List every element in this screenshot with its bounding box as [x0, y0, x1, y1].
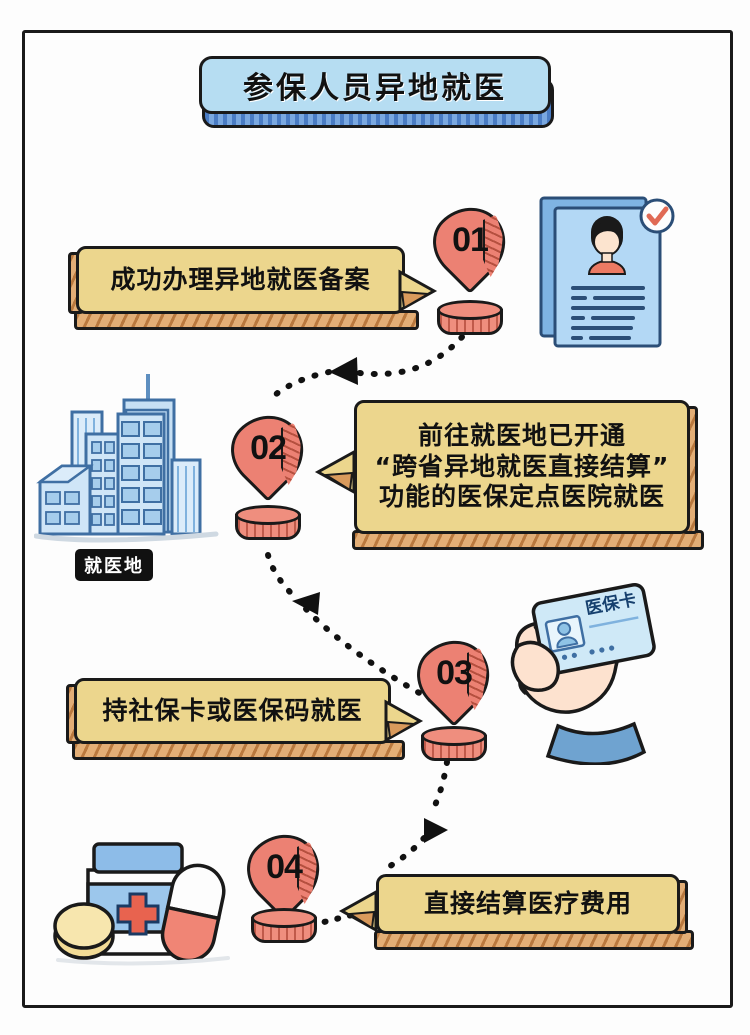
step-4-box-arrow-notch — [338, 889, 378, 933]
step-3-box-face: 持社保卡或医保码就医 — [74, 678, 391, 744]
step-2-pin[interactable]: 02 — [217, 400, 319, 502]
step-1-pin[interactable]: 01 — [419, 192, 521, 294]
step-2-text: 前往就医地已开通 “跨省异地就医直接结算” 功能的医保定点医院就医 — [374, 421, 670, 512]
step-4-box-face: 直接结算医疗费用 — [376, 874, 680, 934]
step-1-box-arrow-notch — [398, 269, 438, 313]
step-4-pin[interactable]: 04 — [233, 819, 335, 921]
step-4-pin-base — [251, 908, 317, 944]
step-1-box-face: 成功办理异地就医备案 — [76, 246, 405, 314]
step-2-box-bottom-edge — [352, 530, 704, 550]
step-3-box-arrow-notch — [384, 699, 424, 743]
illustration-city-buildings — [34, 374, 219, 543]
step-4-box[interactable]: 直接结算医疗费用 — [368, 874, 694, 950]
illustration-hand-holding-card: 医保卡 — [510, 582, 656, 765]
illustration-medicine-and-pills — [53, 842, 230, 966]
pin-base-top-03 — [421, 726, 487, 746]
illustration-filing-document — [539, 196, 675, 348]
step-3-pin[interactable]: 03 — [403, 625, 505, 727]
step-2-box-face: 前往就医地已开通 “跨省异地就医直接结算” 功能的医保定点医院就医 — [354, 400, 690, 534]
pin-shading-04 — [297, 842, 317, 904]
step-3-pin-base — [421, 726, 487, 762]
step-2-box-arrow-notch — [314, 449, 356, 495]
step-2-number: 02 — [250, 428, 287, 467]
step-3-box[interactable]: 持社保卡或医保码就医 — [66, 678, 405, 760]
pin-shading-02 — [281, 423, 301, 485]
step-4-text: 直接结算医疗费用 — [423, 888, 632, 918]
step-3-text: 持社保卡或医保码就医 — [102, 695, 363, 725]
step-3-number: 03 — [436, 653, 473, 692]
pin-base-top-01 — [437, 300, 503, 320]
step-1-box-bottom-edge — [74, 310, 419, 330]
step-4-number: 04 — [266, 847, 303, 886]
step-2-pin-base — [235, 505, 301, 541]
page-border-frame — [22, 30, 733, 1008]
title-banner: 参保人员异地就医 — [199, 56, 554, 128]
pin-shading-03 — [467, 648, 487, 710]
pin-base-top-02 — [235, 505, 301, 525]
step-2-box[interactable]: 前往就医地已开通 “跨省异地就医直接结算” 功能的医保定点医院就医 — [346, 400, 704, 550]
step-1-text: 成功办理异地就医备案 — [110, 264, 371, 294]
page-title: 参保人员异地就医 — [243, 71, 507, 106]
pin-shading-01 — [483, 215, 503, 277]
step-1-pin-base — [437, 300, 503, 336]
step-1-number: 01 — [452, 220, 489, 259]
title-banner-face: 参保人员异地就医 — [199, 56, 551, 114]
city-label: 就医地 — [75, 549, 153, 581]
pin-base-top-04 — [251, 908, 317, 928]
step-3-box-bottom-edge — [72, 740, 405, 760]
step-1-box[interactable]: 成功办理异地就医备案 — [68, 246, 419, 330]
